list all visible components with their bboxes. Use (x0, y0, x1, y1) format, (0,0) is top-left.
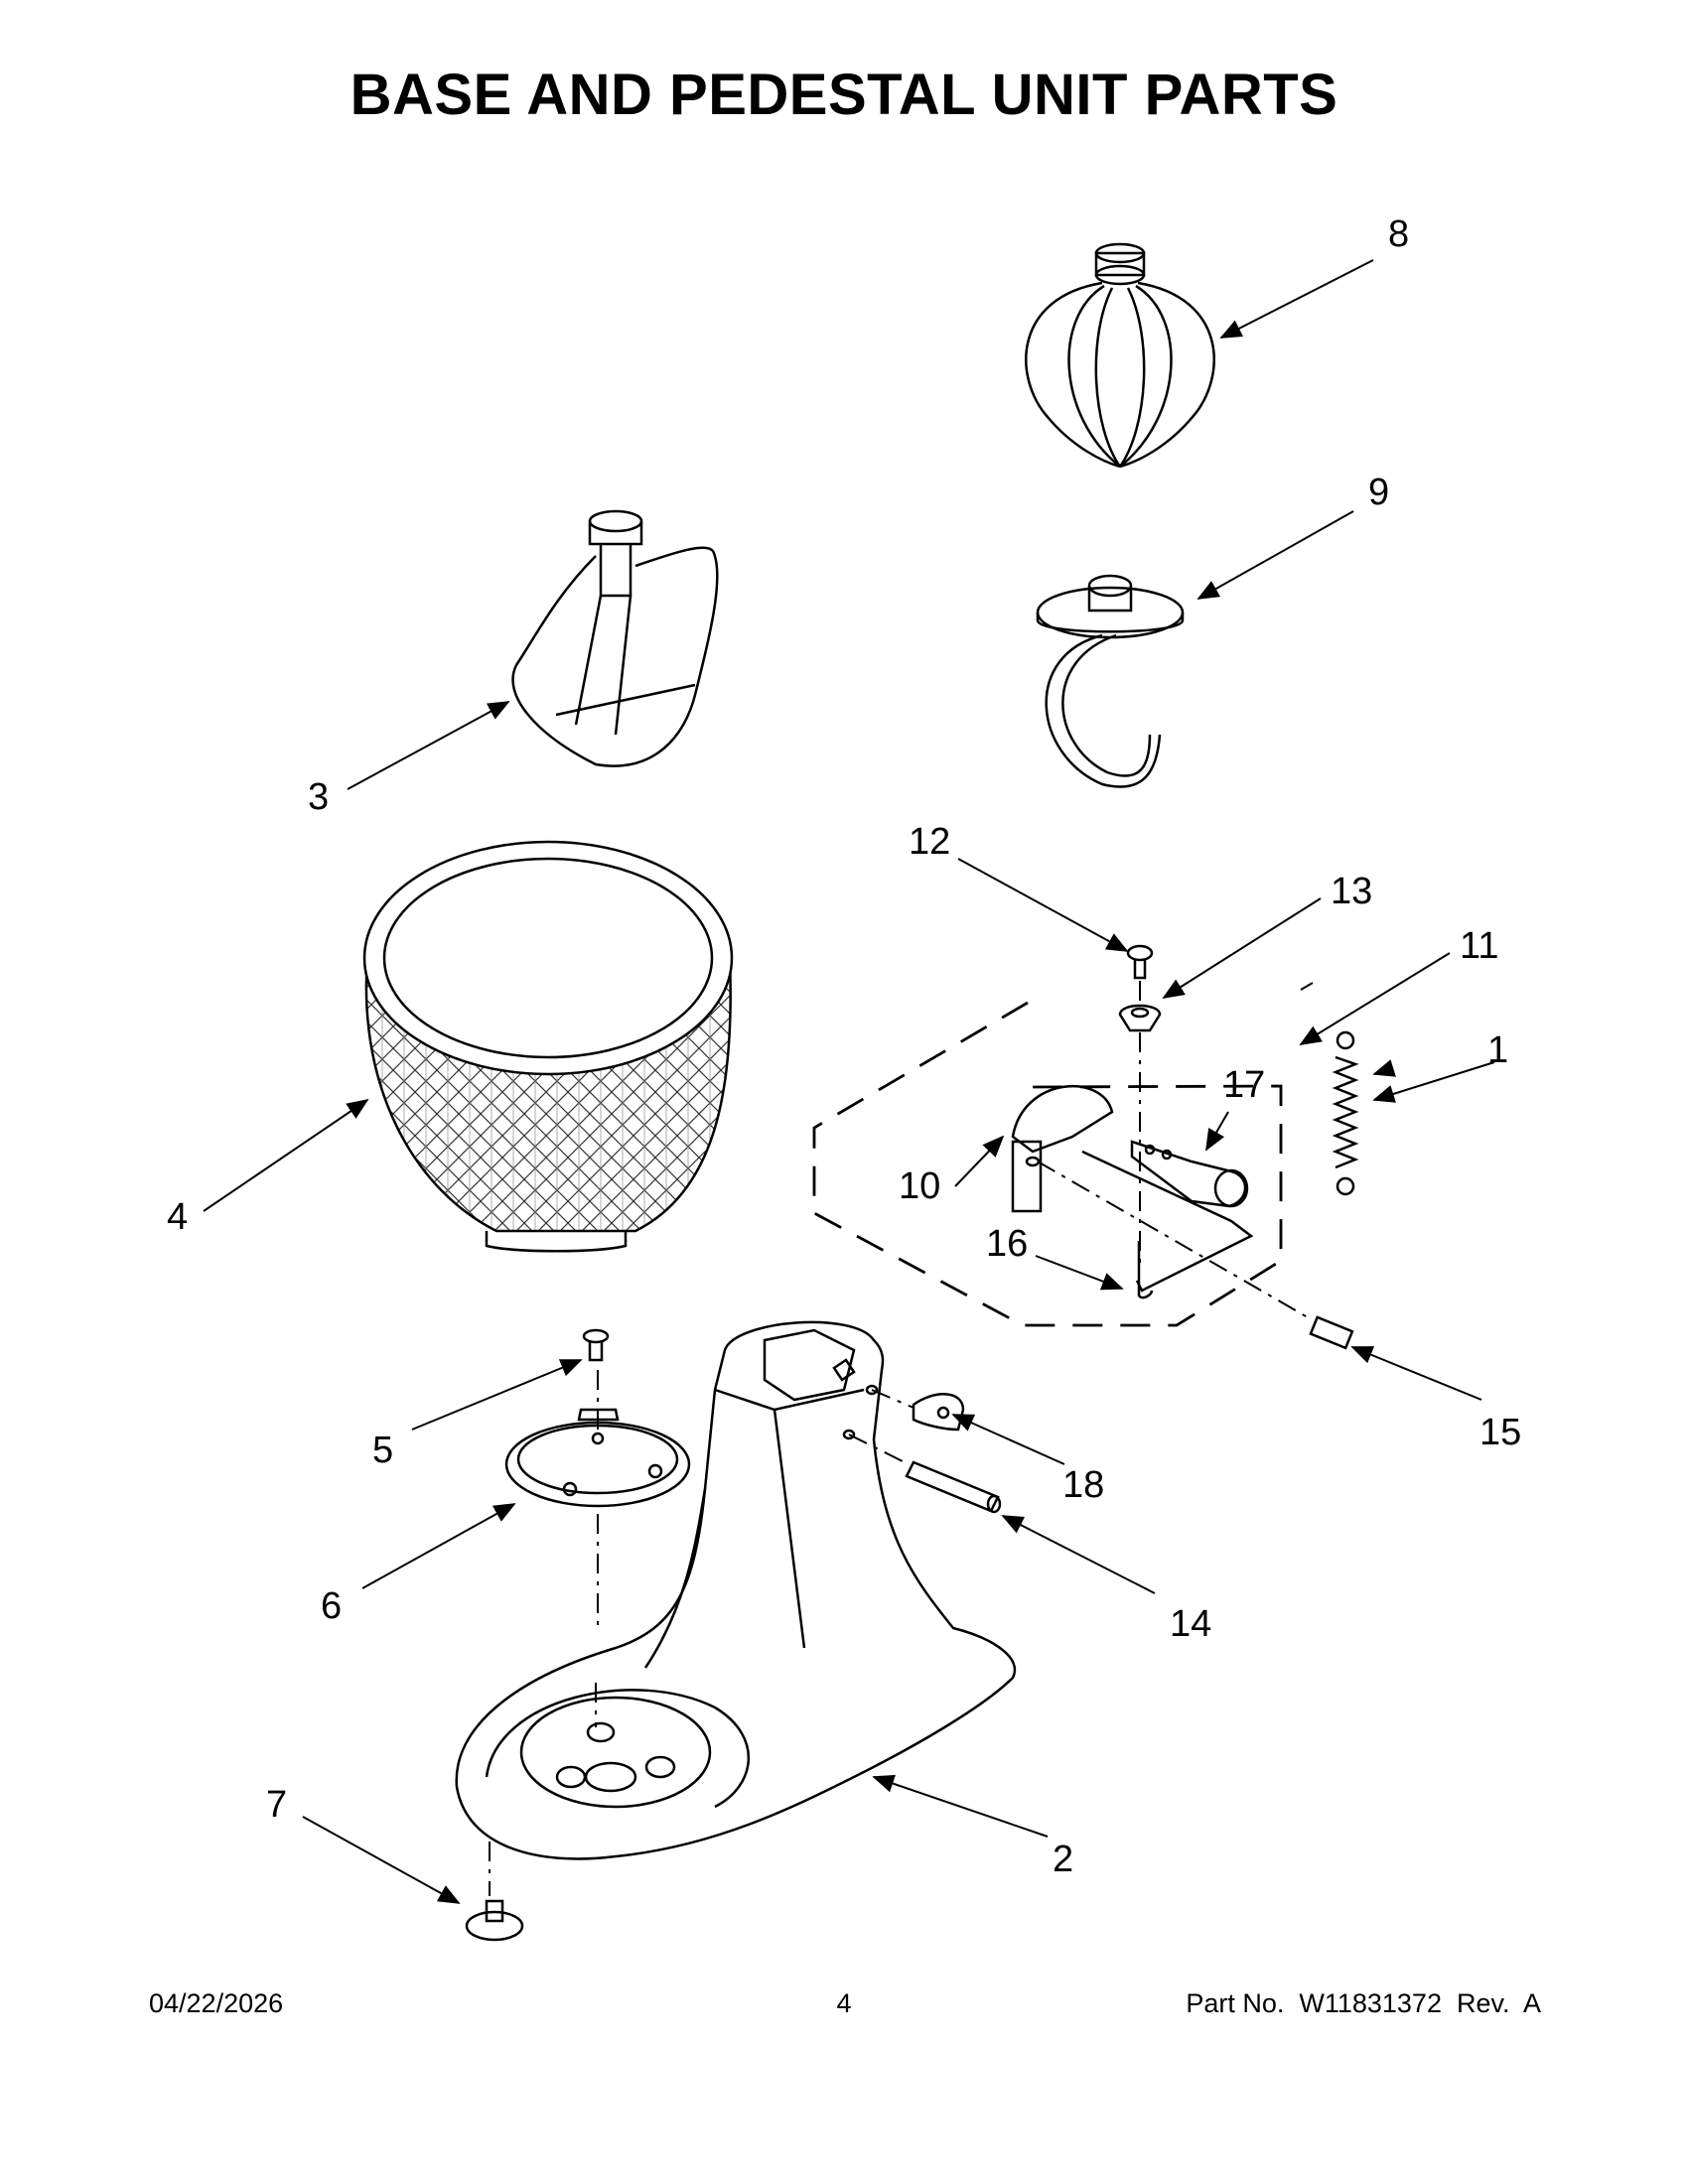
part-wire-whip (1025, 242, 1215, 469)
leader-lines (203, 259, 1495, 1904)
callout-11: 11 (1460, 925, 1498, 967)
callout-1: 1 (1487, 1029, 1508, 1071)
part-lock-assembly (1011, 1084, 1254, 1299)
callout-3: 3 (308, 776, 329, 818)
callout-4: 4 (167, 1196, 188, 1238)
callout-numbers: 1 2 3 4 5 6 7 8 9 10 11 12 13 14 15 16 1… (167, 213, 1521, 1880)
callout-14: 14 (1170, 1603, 1211, 1645)
part-foot (465, 1899, 524, 1942)
footer-part-number: Part No. W11831372 Rev. A (1186, 1988, 1541, 2018)
page-title: BASE AND PEDESTAL UNIT PARTS (350, 63, 1338, 127)
part-screw-and-washer (1118, 944, 1162, 1032)
part-spring (1332, 1030, 1359, 1196)
callout-5: 5 (372, 1430, 393, 1471)
footer-page-number: 4 (836, 1988, 852, 2018)
assembly-dashed-outline (812, 1001, 1283, 1327)
callout-15: 15 (1479, 1412, 1521, 1453)
part-hinge-pin-and-cover (905, 1393, 1002, 1514)
part-mixing-bowl (362, 840, 734, 1253)
callout-10: 10 (899, 1165, 940, 1207)
callout-13: 13 (1331, 871, 1372, 912)
callout-18: 18 (1062, 1464, 1104, 1506)
part-pedestal-base (455, 1320, 1017, 1860)
callout-2: 2 (1053, 1839, 1073, 1880)
part-flat-beater (511, 509, 719, 767)
callout-8: 8 (1388, 213, 1409, 255)
part-dough-hook (1036, 574, 1185, 788)
assembly-centerlines (489, 981, 1314, 1896)
callout-9: 9 (1368, 472, 1389, 513)
callout-12: 12 (909, 821, 950, 863)
callout-16: 16 (986, 1223, 1028, 1265)
callout-6: 6 (321, 1585, 342, 1627)
callout-7: 7 (266, 1784, 287, 1826)
callout-17: 17 (1223, 1064, 1265, 1106)
footer-date: 04/22/2026 (149, 1988, 284, 2018)
part-pin (1309, 1315, 1354, 1350)
